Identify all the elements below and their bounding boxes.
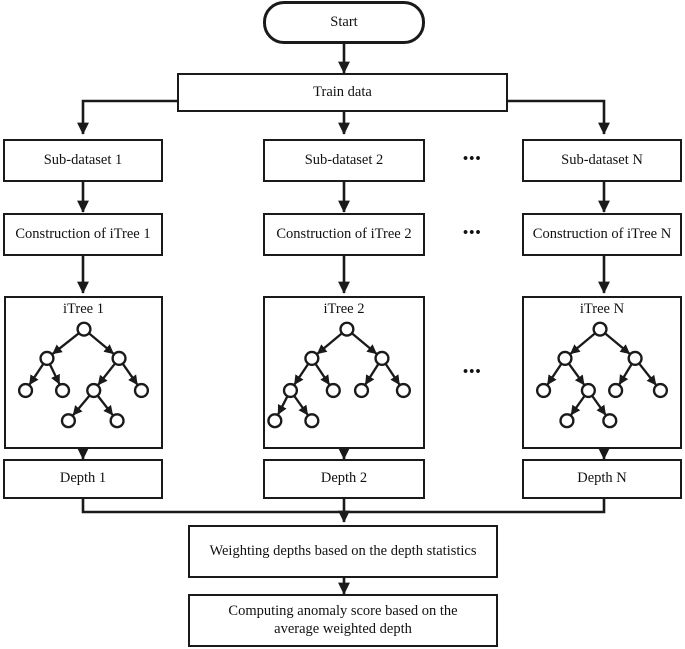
- tree-edge: [97, 362, 116, 386]
- tree-edge: [638, 362, 658, 386]
- node-start-label: Start: [330, 13, 358, 30]
- tree-edge: [316, 332, 343, 355]
- tree-edge: [293, 363, 310, 386]
- tree-node: [109, 413, 125, 429]
- tree-edge: [364, 363, 380, 386]
- node-anomaly-score-line-1: Computing anomaly score based on the: [228, 603, 458, 620]
- tree-edge: [293, 395, 309, 416]
- ellipsis-itree-row: •••: [463, 364, 482, 380]
- itree-2-tree-graphic: [267, 321, 412, 429]
- tree-node: [557, 350, 573, 366]
- tree-node: [304, 350, 320, 366]
- tree-node: [535, 382, 552, 399]
- node-itree-1-label: iTree 1: [63, 301, 104, 317]
- node-train-data-label: Train data: [313, 83, 372, 100]
- tree-node: [374, 350, 390, 366]
- tree-edge: [96, 394, 114, 416]
- node-sub-dataset-n-label: Sub-dataset N: [561, 151, 643, 168]
- tree-edge: [48, 363, 61, 385]
- tree-edge: [384, 363, 401, 386]
- ellipsis-sub-dataset-row: •••: [463, 151, 482, 167]
- tree-node: [627, 350, 643, 366]
- node-sub-dataset-n[interactable]: Sub-dataset N: [522, 139, 682, 182]
- tree-edge: [569, 332, 596, 355]
- node-itree-1[interactable]: iTree 1: [4, 296, 163, 449]
- node-depth-1-label: Depth 1: [59, 470, 107, 487]
- tree-edge: [314, 363, 331, 386]
- node-itree-n-label: iTree N: [579, 301, 625, 317]
- tree-node: [60, 413, 77, 429]
- tree-node: [580, 382, 596, 399]
- tree-edge: [88, 332, 115, 355]
- tree-node: [608, 382, 624, 399]
- tree-node: [395, 382, 412, 399]
- node-anomaly-score[interactable]: Computing anomaly score based on the ave…: [188, 594, 498, 647]
- tree-node: [602, 413, 618, 429]
- tree-node: [339, 321, 355, 337]
- node-depth-n[interactable]: Depth N: [522, 459, 682, 499]
- tree-node: [17, 382, 34, 399]
- tree-edge: [546, 363, 563, 386]
- tree-edge: [51, 332, 80, 355]
- node-sub-dataset-1-label: Sub-dataset 1: [43, 151, 123, 168]
- node-itree-2[interactable]: iTree 2: [263, 296, 425, 449]
- node-depth-2-label: Depth 2: [320, 470, 368, 487]
- node-construction-2[interactable]: Construction of iTree 2: [263, 213, 425, 256]
- tree-edge: [28, 363, 45, 386]
- tree-edge: [618, 363, 633, 386]
- node-construction-1-label: Construction of iTree 1: [15, 225, 151, 242]
- node-start[interactable]: Start: [263, 1, 425, 44]
- node-sub-dataset-2-label: Sub-dataset 2: [304, 151, 384, 168]
- tree-node: [559, 413, 575, 429]
- tree-node: [54, 382, 71, 399]
- tree-node: [267, 413, 283, 429]
- tree-edge: [604, 332, 631, 355]
- node-weighting-depths-label: Weighting depths based on the depth stat…: [209, 542, 477, 559]
- tree-node: [353, 382, 370, 399]
- tree-edge: [72, 394, 91, 417]
- tree-node: [86, 382, 102, 399]
- node-itree-2-label: iTree 2: [323, 301, 365, 317]
- tree-edge: [121, 362, 139, 386]
- node-depth-n-label: Depth N: [577, 470, 627, 487]
- tree-node: [304, 413, 320, 429]
- node-construction-1[interactable]: Construction of iTree 1: [3, 213, 163, 256]
- itree-n-tree-graphic: [535, 321, 669, 429]
- tree-node: [592, 321, 608, 337]
- node-depth-2[interactable]: Depth 2: [263, 459, 425, 499]
- edge-train-data-to-sub-dataset-1: [77, 99, 177, 135]
- node-sub-dataset-1[interactable]: Sub-dataset 1: [3, 139, 163, 182]
- ellipsis-construction-row: •••: [463, 225, 482, 241]
- tree-node: [111, 350, 127, 366]
- node-weighting-depths[interactable]: Weighting depths based on the depth stat…: [188, 525, 498, 578]
- edge-train-data-to-sub-dataset-n: [508, 99, 610, 135]
- tree-edge: [570, 395, 586, 416]
- node-train-data[interactable]: Train data: [177, 73, 508, 112]
- node-anomaly-score-label: Computing anomaly score based on the ave…: [190, 603, 496, 637]
- itree-1-tree-graphic: [17, 321, 150, 429]
- node-sub-dataset-2[interactable]: Sub-dataset 2: [263, 139, 425, 182]
- node-construction-n-label: Construction of iTree N: [532, 225, 672, 242]
- tree-node: [325, 382, 341, 399]
- tree-node: [39, 350, 55, 366]
- tree-edge: [351, 332, 378, 355]
- edge-depth-merge-bus: [81, 499, 606, 514]
- node-depth-1[interactable]: Depth 1: [3, 459, 163, 499]
- tree-edge: [591, 395, 607, 416]
- tree-node: [282, 382, 299, 399]
- tree-edge: [277, 395, 289, 416]
- tree-edge: [567, 362, 586, 386]
- node-construction-n[interactable]: Construction of iTree N: [522, 213, 682, 256]
- node-construction-2-label: Construction of iTree 2: [276, 225, 412, 242]
- tree-node: [133, 382, 150, 399]
- node-itree-n[interactable]: iTree N: [522, 296, 682, 449]
- tree-node: [76, 321, 92, 337]
- node-anomaly-score-line-2: average weighted depth: [274, 620, 412, 637]
- tree-node: [652, 382, 669, 399]
